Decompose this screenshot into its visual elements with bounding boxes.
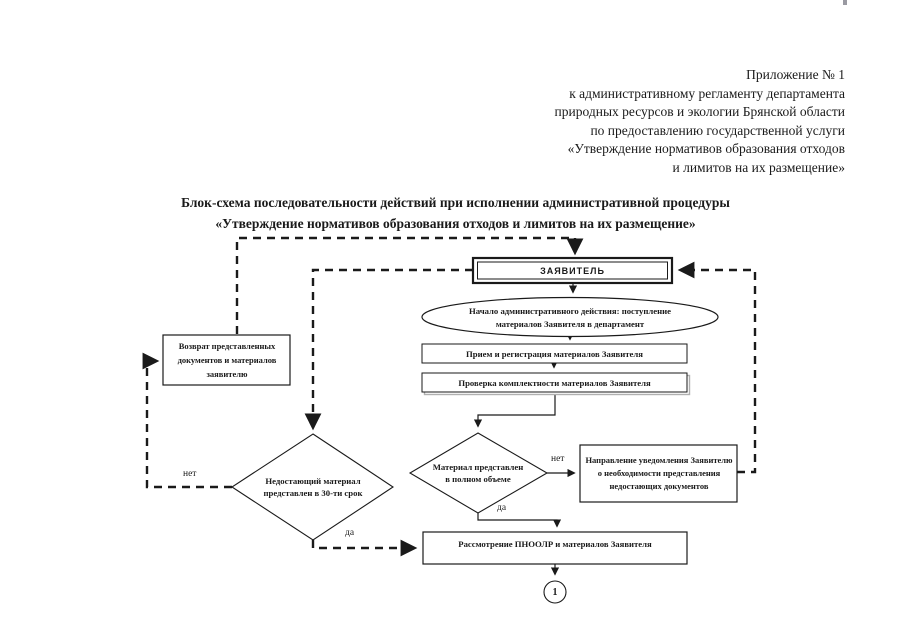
edge-label-no-left: нет [183,469,197,479]
edge-label-no-mid: нет [551,454,565,464]
connector-circle [543,580,567,604]
edge-complete-yes-to-review [477,513,562,528]
page-title: Блок-схема последовательности действий п… [28,193,883,234]
receive-label: Прием и регистрация материалов Заявителя [466,348,643,359]
header-line: к административному регламенту департаме… [569,85,845,101]
edge-missing-no-to-return [142,352,232,489]
check-box [421,372,688,393]
header-line: природных ресурсов и экологии Брянской о… [554,104,845,120]
return-label: Возврат представленных документов и мате… [177,341,277,379]
edge-label-yes-mid: да [497,503,507,513]
edge-notify-to-applicant [677,261,757,474]
review-label: Рассмотрение ПНООЛР и материалов Заявите… [458,539,652,549]
notify-label: Направление уведомления Заявителю о необ… [585,455,733,491]
scan-artifact [843,0,847,5]
receive-box [421,343,688,364]
check-label: Проверка комплектности материалов Заявит… [458,377,651,388]
start-label: Начало административного действия: посту… [468,305,672,329]
start-ellipse [421,296,719,338]
header-line: Приложение № 1 [746,67,845,82]
page-title-line: «Утверждение нормативов образования отхо… [215,215,696,231]
appendix-header: Приложение № 1 к административному регла… [555,66,845,178]
edge-applicant-to-missing-decision [304,268,473,431]
edge-check-to-complete-decision [473,392,556,428]
applicant-label: ЗАЯВИТЕЛЬ [540,265,605,276]
applicant-box-inner [477,261,668,280]
complete-decision-diamond [408,432,549,514]
missing-decision-diamond [230,433,394,541]
missing-decision-label: Недостающий материал представлен в 30-ти… [263,475,363,499]
header-line: по предоставлению государственной услуги [590,122,845,138]
edge-return-to-applicant [235,236,584,334]
edge-label-yes-left: да [345,528,355,538]
notify-box [579,444,738,503]
header-line: «Утверждение нормативов образования отхо… [567,141,845,157]
review-box [422,531,688,565]
edge-missing-yes-to-review [311,539,418,557]
page-title-line: Блок-схема последовательности действий п… [181,195,730,210]
header-line: и лимитов на их размещение» [672,159,846,175]
return-box [162,334,291,386]
complete-decision-label: Материал представлен в полном объеме [432,461,524,485]
connector-label: 1 [552,586,558,598]
